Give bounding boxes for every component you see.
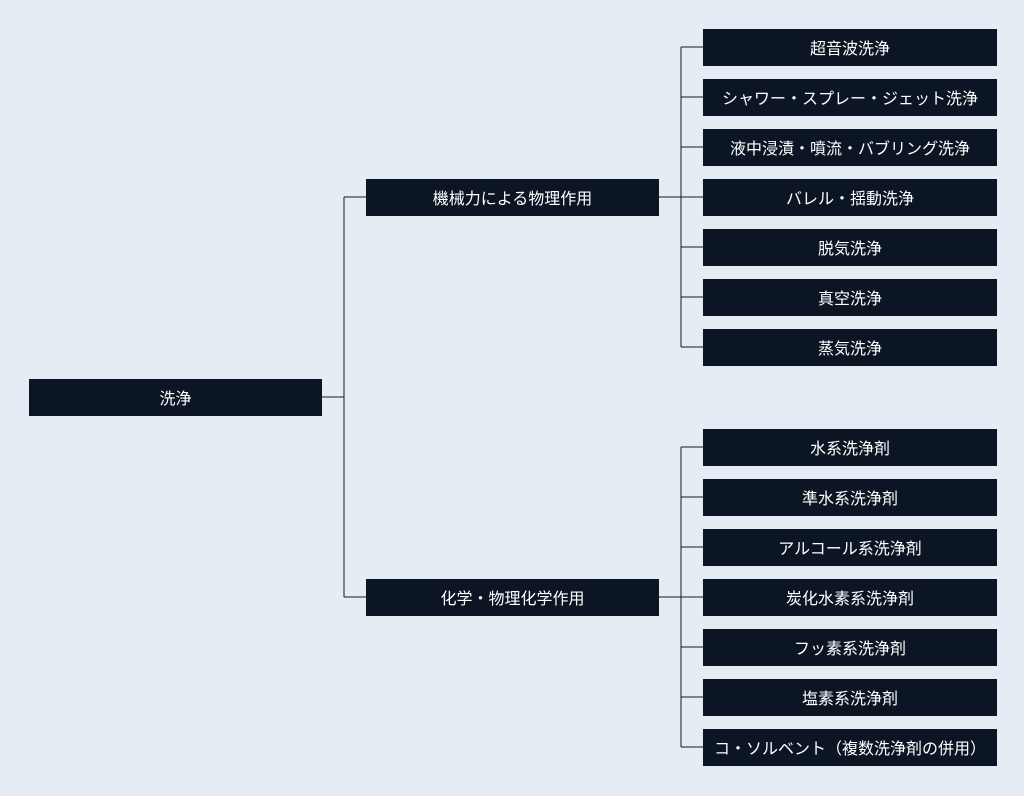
leaf-node: コ・ソルベント（複数洗浄剤の併用）: [703, 728, 997, 766]
leaf-node: 脱気洗浄: [703, 228, 997, 266]
branch-node-mechanical: 機械力による物理作用: [366, 178, 659, 216]
leaf-node: バレル・揺動洗浄: [703, 178, 997, 216]
root-node: 洗浄: [29, 378, 322, 416]
leaf-node: 超音波洗浄: [703, 28, 997, 66]
leaf-node: 水系洗浄剤: [703, 428, 997, 466]
leaf-node: 液中浸漬・噴流・バブリング洗浄: [703, 128, 997, 166]
leaf-node: 準水系洗浄剤: [703, 478, 997, 516]
leaf-node: 塩素系洗浄剤: [703, 678, 997, 716]
leaf-node: 蒸気洗浄: [703, 328, 997, 366]
leaf-node: フッ素系洗浄剤: [703, 628, 997, 666]
leaf-node: 真空洗浄: [703, 278, 997, 316]
leaf-node: アルコール系洗浄剤: [703, 528, 997, 566]
leaf-node: 炭化水素系洗浄剤: [703, 578, 997, 616]
leaf-node: シャワー・スプレー・ジェット洗浄: [703, 78, 997, 116]
branch-node-chemical: 化学・物理化学作用: [366, 578, 659, 616]
